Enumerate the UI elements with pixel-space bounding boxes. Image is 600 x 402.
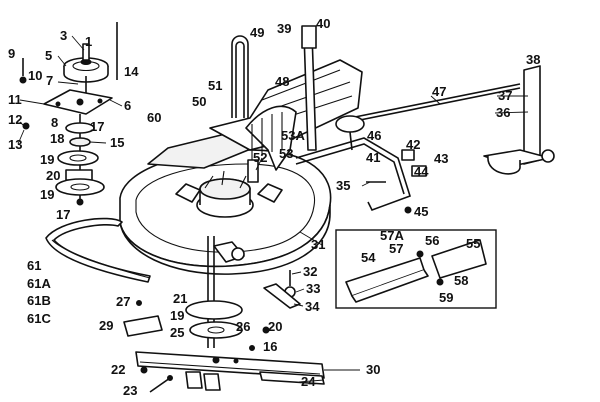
callout-19c: 19 [170, 308, 184, 323]
callout-43: 43 [434, 151, 448, 166]
belt-61 [45, 217, 151, 283]
callout-44: 44 [414, 164, 429, 179]
lever-39 [301, 25, 317, 151]
callout-13: 13 [8, 137, 22, 152]
clips-23 [185, 371, 221, 391]
callout-11: 11 [8, 92, 22, 107]
callout-45: 45 [414, 204, 428, 219]
callout-21: 21 [173, 291, 187, 306]
callout-3: 3 [60, 28, 67, 43]
blade-16 [135, 351, 325, 379]
leader-lines [17, 35, 529, 383]
wheel-bracket-38 [483, 65, 555, 175]
callout-54: 54 [361, 250, 376, 265]
callout-31: 31 [311, 237, 325, 252]
bracket-6 [43, 89, 113, 115]
callout-12: 12 [8, 112, 22, 127]
callout-19a: 19 [40, 152, 54, 167]
callout-20: 20 [46, 168, 60, 183]
callout-16: 30 [366, 362, 380, 377]
callout-7: 7 [46, 73, 53, 88]
lower-spindle [185, 236, 270, 351]
callout-30: 22 [111, 362, 125, 377]
pulley-assembly [63, 43, 109, 96]
callout-25: 16 [263, 339, 277, 354]
callout-52: 52 [253, 150, 267, 165]
callout-48: 48 [275, 74, 289, 89]
callout-20b: 25 [170, 325, 184, 340]
callout-17b: 17 [56, 207, 70, 222]
callout-53: 53 [279, 146, 293, 161]
callout-1: 1 [85, 34, 92, 49]
bolt-9 [19, 58, 27, 84]
callout-51: 51 [208, 78, 222, 93]
parts-32-34 [263, 270, 301, 309]
callout-32: 32 [303, 264, 317, 279]
bail-handle-49 [231, 35, 249, 118]
callout-56: 56 [425, 233, 439, 248]
callout-29: 29 [99, 318, 113, 333]
callout-19d: 26 [236, 319, 250, 334]
callout-42: 42 [406, 137, 420, 152]
callout-41: 41 [366, 150, 380, 165]
callout-47: 47 [432, 84, 446, 99]
callout-5: 5 [45, 48, 52, 63]
callout-6: 6 [124, 98, 131, 113]
callout-40: 40 [316, 16, 330, 31]
small-hardware [136, 300, 173, 393]
callout-61B: 61B [27, 293, 51, 308]
callout-24: 23 [123, 383, 137, 398]
adapter-31 [213, 241, 245, 263]
callout-17a: 17 [90, 119, 104, 134]
callout-60: 60 [147, 110, 161, 125]
callout-57A: 57A [380, 228, 404, 243]
callout-55: 55 [466, 236, 480, 251]
callout-labels: 1 3 5 7 8 9 10 11 12 13 14 6 17 15 18 19… [8, 16, 540, 398]
callout-19b: 19 [40, 187, 54, 202]
callout-61A: 61A [27, 276, 51, 291]
rod-47 [349, 83, 521, 123]
callout-34: 34 [305, 299, 320, 314]
callout-61C: 61C [27, 311, 51, 326]
callout-39: 39 [277, 21, 291, 36]
callout-9: 9 [8, 46, 15, 61]
callout-49: 49 [250, 25, 264, 40]
callout-8: 8 [51, 115, 58, 130]
callout-27: 27 [116, 294, 130, 309]
handle-48 [245, 105, 297, 171]
frame-41 [295, 115, 411, 211]
plate-29 [123, 315, 163, 337]
callout-58: 58 [454, 273, 468, 288]
callout-35: 35 [336, 178, 350, 193]
callout-59: 59 [439, 290, 453, 305]
spindle-stack [55, 114, 105, 206]
callout-18: 18 [50, 131, 64, 146]
callout-61: 61 [27, 258, 41, 273]
callout-37: 37 [498, 88, 512, 103]
inset-frame [335, 229, 497, 309]
callout-15: 15 [110, 135, 124, 150]
callout-33: 33 [306, 281, 320, 296]
mower-deck [119, 59, 363, 275]
callout-46: 46 [367, 128, 381, 143]
callout-14: 14 [124, 64, 139, 79]
callout-50: 50 [192, 94, 206, 109]
small-bolt-12 [22, 122, 30, 130]
callout-10: 10 [28, 68, 42, 83]
callout-26: 20 [268, 319, 282, 334]
callout-57: 57 [389, 241, 403, 256]
callout-38: 38 [526, 52, 540, 67]
callout-53A: 53A [281, 128, 305, 143]
